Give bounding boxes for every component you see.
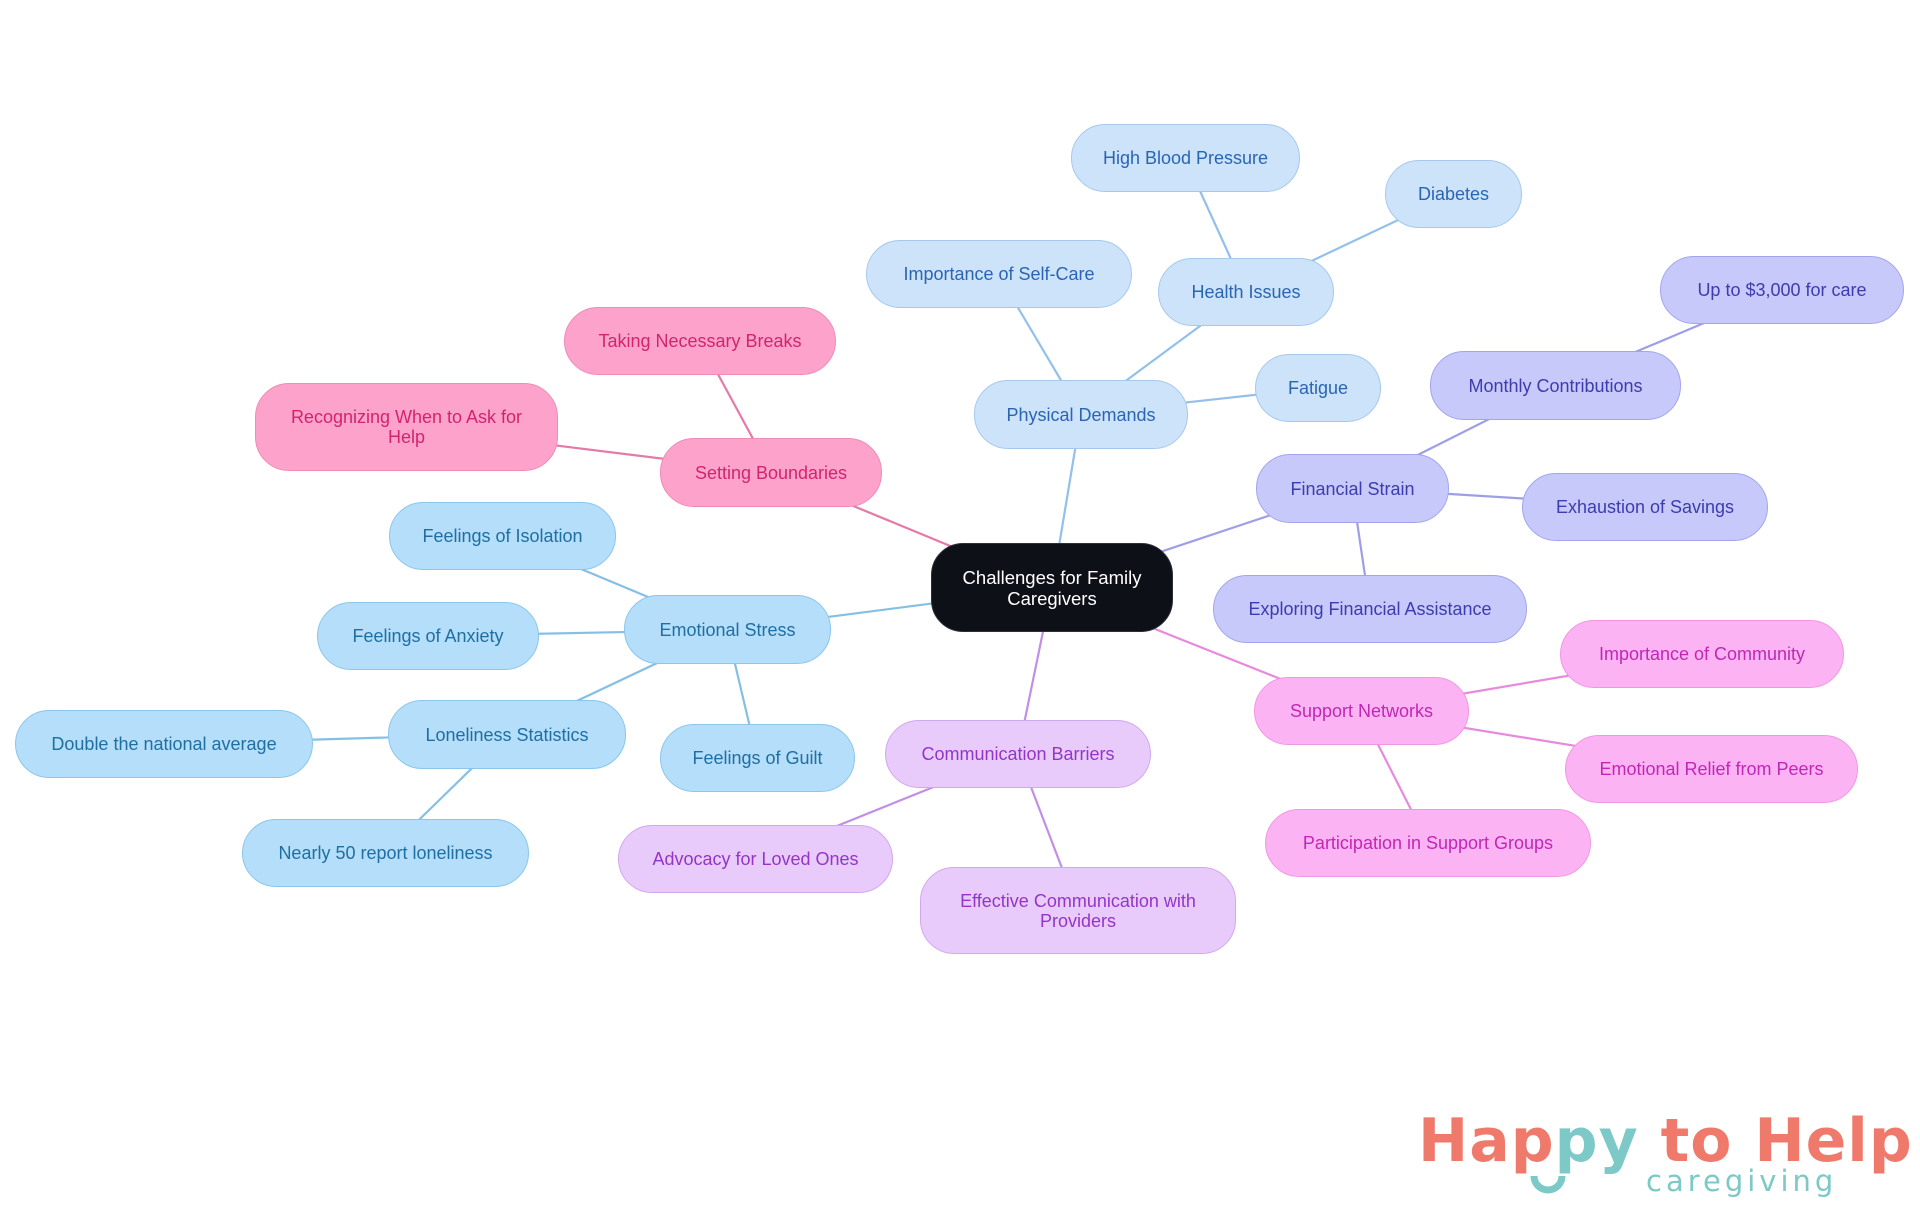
node-support-networks[interactable]: Support Networks bbox=[1254, 677, 1469, 745]
node-label: Participation in Support Groups bbox=[1302, 833, 1554, 853]
node-nearly-50-report-loneliness[interactable]: Nearly 50 report loneliness bbox=[242, 819, 529, 887]
root-node-label: Challenges for Family Caregivers bbox=[962, 566, 1142, 609]
logo-tagline: caregiving bbox=[1646, 1164, 1838, 1198]
node-diabetes[interactable]: Diabetes bbox=[1385, 160, 1522, 228]
node-loneliness-statistics[interactable]: Loneliness Statistics bbox=[388, 700, 626, 769]
node-label: Fatigue bbox=[1287, 378, 1349, 398]
node-label: Emotional Stress bbox=[659, 619, 796, 640]
happy-to-help-logo: Happy to Help caregiving bbox=[1418, 1108, 1912, 1208]
node-feelings-of-anxiety[interactable]: Feelings of Anxiety bbox=[317, 602, 539, 670]
node-monthly-contributions[interactable]: Monthly Contributions bbox=[1430, 351, 1681, 420]
node-label: Taking Necessary Breaks bbox=[598, 331, 802, 351]
node-importance-of-community[interactable]: Importance of Community bbox=[1560, 620, 1844, 688]
node-label: Physical Demands bbox=[1006, 404, 1156, 425]
node-exploring-financial-assistance[interactable]: Exploring Financial Assistance bbox=[1213, 575, 1527, 643]
root-node[interactable]: Challenges for Family Caregivers bbox=[931, 543, 1173, 632]
node-exhaustion-of-savings[interactable]: Exhaustion of Savings bbox=[1522, 473, 1768, 541]
node-advocacy-for-loved-ones[interactable]: Advocacy for Loved Ones bbox=[618, 825, 893, 893]
node-label: Exploring Financial Assistance bbox=[1248, 599, 1492, 619]
logo-wordmark: Happy to Help bbox=[1418, 1108, 1913, 1174]
node-fatigue[interactable]: Fatigue bbox=[1255, 354, 1381, 422]
node-label: Importance of Community bbox=[1598, 644, 1806, 664]
node-emotional-relief-from-peers[interactable]: Emotional Relief from Peers bbox=[1565, 735, 1858, 803]
node-label: Feelings of Isolation bbox=[422, 526, 583, 546]
node-label: Setting Boundaries bbox=[694, 462, 848, 483]
node-high-blood-pressure[interactable]: High Blood Pressure bbox=[1071, 124, 1300, 192]
node-feelings-of-isolation[interactable]: Feelings of Isolation bbox=[389, 502, 616, 570]
node-label: Monthly Contributions bbox=[1468, 375, 1643, 396]
node-label: Financial Strain bbox=[1290, 478, 1415, 499]
node-label: Recognizing When to Ask for Help bbox=[290, 407, 523, 447]
node-label: Double the national average bbox=[51, 734, 277, 754]
node-feelings-of-guilt[interactable]: Feelings of Guilt bbox=[660, 724, 855, 792]
node-physical-demands[interactable]: Physical Demands bbox=[974, 380, 1188, 449]
node-label: Advocacy for Loved Ones bbox=[652, 849, 859, 869]
node-label: Effective Communication with Providers bbox=[960, 890, 1196, 931]
node-label: High Blood Pressure bbox=[1102, 148, 1269, 168]
node-label: Feelings of Guilt bbox=[692, 748, 823, 768]
node-financial-strain[interactable]: Financial Strain bbox=[1256, 454, 1449, 523]
node-setting-boundaries[interactable]: Setting Boundaries bbox=[660, 438, 882, 507]
node-label: Loneliness Statistics bbox=[425, 724, 589, 745]
node-communication-barriers[interactable]: Communication Barriers bbox=[885, 720, 1151, 788]
node-label: Feelings of Anxiety bbox=[352, 626, 504, 646]
node-emotional-stress[interactable]: Emotional Stress bbox=[624, 595, 831, 664]
node-label: Up to $3,000 for care bbox=[1697, 280, 1867, 300]
node-effective-communication-with-providers[interactable]: Effective Communication with Providers bbox=[920, 867, 1236, 954]
node-label: Exhaustion of Savings bbox=[1555, 497, 1735, 517]
node-label: Importance of Self-Care bbox=[903, 264, 1095, 284]
node-label: Support Networks bbox=[1289, 701, 1434, 721]
logo-text-py: py bbox=[1554, 1106, 1639, 1176]
logo-text-hap: Hap bbox=[1418, 1106, 1555, 1176]
node-up-to-3000[interactable]: Up to $3,000 for care bbox=[1660, 256, 1904, 324]
node-importance-of-self-care[interactable]: Importance of Self-Care bbox=[866, 240, 1132, 308]
node-recognizing-when-to-ask-for-help[interactable]: Recognizing When to Ask for Help bbox=[255, 383, 558, 471]
node-label: Health Issues bbox=[1191, 282, 1301, 302]
node-label: Communication Barriers bbox=[921, 744, 1115, 764]
node-participation-in-support-groups[interactable]: Participation in Support Groups bbox=[1265, 809, 1591, 877]
node-label: Nearly 50 report loneliness bbox=[278, 843, 493, 863]
logo-text-to-help: to Help bbox=[1638, 1106, 1913, 1176]
smile-icon bbox=[1530, 1175, 1566, 1194]
node-health-issues[interactable]: Health Issues bbox=[1158, 258, 1334, 326]
node-double-the-national-average[interactable]: Double the national average bbox=[15, 710, 313, 778]
node-label: Diabetes bbox=[1417, 184, 1490, 204]
node-taking-necessary-breaks[interactable]: Taking Necessary Breaks bbox=[564, 307, 836, 375]
node-label: Emotional Relief from Peers bbox=[1599, 759, 1824, 779]
